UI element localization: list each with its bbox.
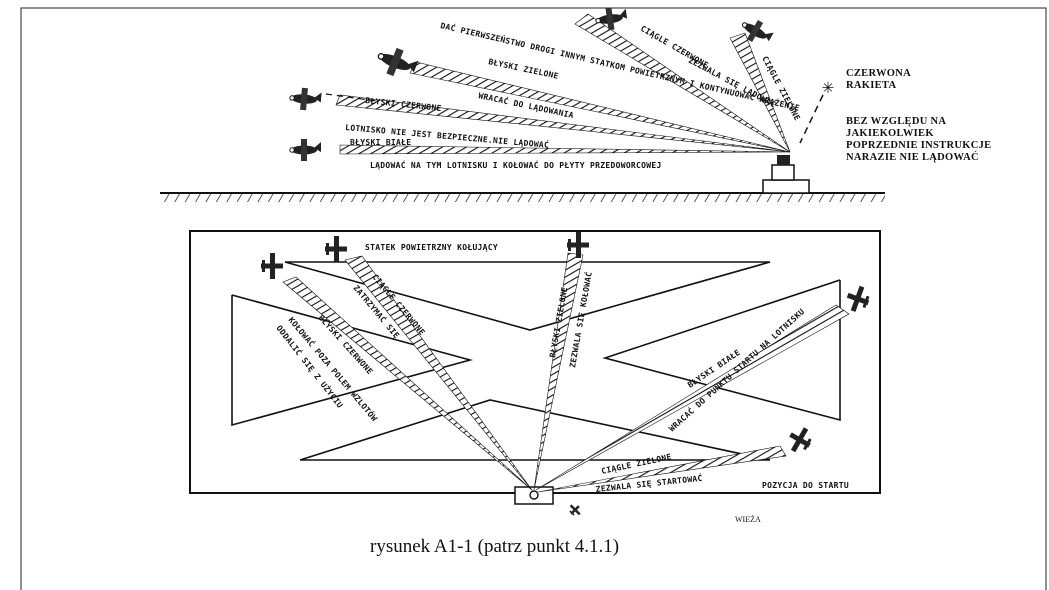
plan-beam-flash-red <box>282 276 533 491</box>
runways <box>231 261 841 461</box>
side-beams <box>325 13 824 155</box>
tower-label: WIEŻA <box>735 515 761 524</box>
plan-beams <box>282 252 850 493</box>
plan-beam-red <box>344 255 533 491</box>
rocket-star-icon: ✳ <box>822 74 834 98</box>
plan-beam-steady-green <box>537 445 787 493</box>
aircraft-4-icon <box>288 86 323 112</box>
rocket-meaning-1: BEZ WZGLĘDU NA <box>846 116 946 127</box>
side-signal-steady-green: CIĄGLE ZIELONE <box>760 55 802 122</box>
figure-caption: rysunek A1-1 (patrz punkt 4.1.1) <box>370 536 619 557</box>
rocket-label-1: CZERWONA <box>846 68 911 79</box>
plan-view: STATEK POWIETRZNY KOŁUJĄCY CIĄGLE CZERWO… <box>189 230 881 524</box>
plan-beam-green <box>533 252 584 491</box>
rocket-meaning-3: POPRZEDNIE INSTRUKCJE <box>846 140 991 151</box>
side-signal-flashing-white: BŁYSKI BIAŁE <box>350 138 411 147</box>
page-border <box>20 7 1047 590</box>
rocket-meaning-4: NARAZIE NIE LĄDOWAĆ <box>846 151 979 163</box>
ground-hatching <box>160 193 885 202</box>
side-signal-flashing-green: BŁYSKI ZIELONE <box>488 57 560 81</box>
beam-steady-green <box>729 32 791 153</box>
start-position-label: POZYCJA DO STARTU <box>762 481 849 490</box>
beam-steady-red <box>574 13 791 153</box>
tower-aircraft-icon <box>566 501 584 519</box>
rocket-meaning-2: JAKIEKOLWIEK <box>846 128 934 139</box>
side-meaning-land-taxi: LĄDOWAĆ NA TYM LOTNISKU I KOŁOWAĆ DO PŁY… <box>370 159 662 170</box>
taxiing-title: STATEK POWIETRZNY KOŁUJĄCY <box>365 243 498 252</box>
aircraft-2-icon <box>372 41 421 84</box>
beam-flashing-red <box>335 94 791 153</box>
plan-beam-white <box>535 304 850 491</box>
control-tower-side <box>762 155 810 194</box>
rocket-label-2: RAKIETA <box>846 80 896 91</box>
side-view: ✳ DAĆ PIERWSZEŃSTWO DROGI INNYM STATKOM … <box>160 5 991 202</box>
aircraft-5-icon <box>289 138 322 162</box>
beam-flashing-white <box>339 144 791 155</box>
